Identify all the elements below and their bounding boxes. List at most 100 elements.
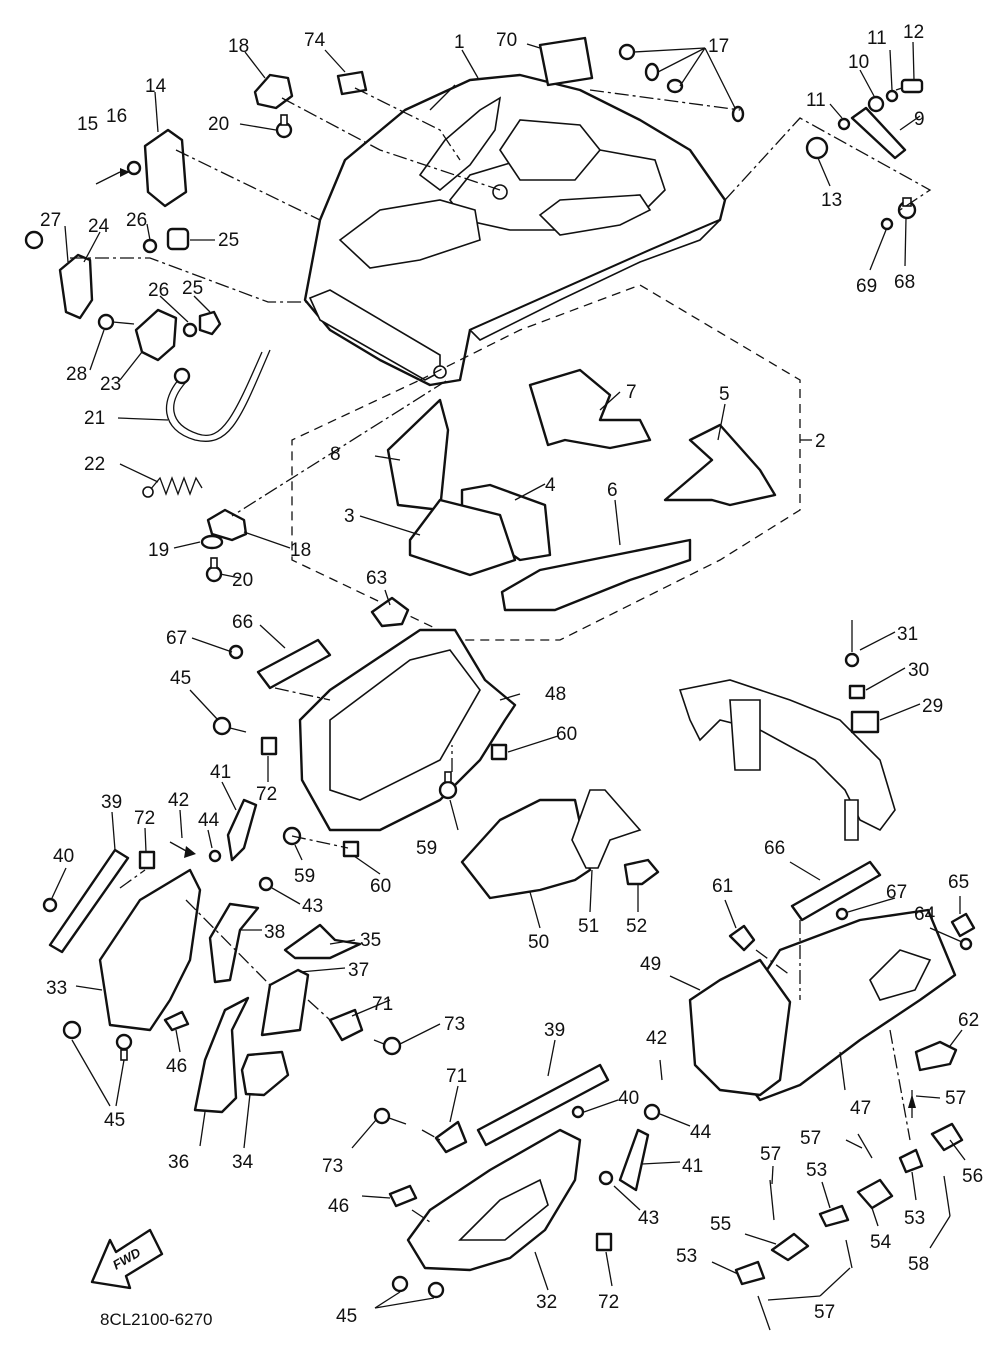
pad-part-50 [460, 798, 592, 900]
clip-part-65 [950, 912, 976, 938]
callout-57-b: 57 [800, 1128, 821, 1149]
callout-70: 70 [496, 30, 517, 51]
callout-59-b: 59 [294, 866, 315, 887]
bracket-part-38 [208, 902, 260, 984]
callout-4: 4 [545, 475, 556, 496]
callout-48: 48 [545, 684, 566, 705]
clip-part-61 [728, 924, 756, 952]
link-part-9 [850, 106, 907, 160]
panel-part-32 [406, 1128, 582, 1272]
pin-part-57-a [908, 1090, 916, 1118]
callout-34: 34 [232, 1152, 254, 1173]
callout-53-c: 53 [676, 1246, 697, 1267]
callout-54: 54 [870, 1232, 892, 1253]
callout-73-bottom: 73 [322, 1156, 343, 1177]
pin-part-57-d [757, 1239, 853, 1331]
clip-part-46-left [163, 1010, 190, 1032]
callout-28: 28 [66, 364, 87, 385]
callout-36: 36 [168, 1152, 189, 1173]
fwd-direction-arrow: FWD [90, 1228, 164, 1290]
bar-part-66-right [790, 860, 882, 922]
bolt-part-73-left [373, 1036, 402, 1056]
callout-12: 12 [903, 22, 924, 43]
pad-part-8 [386, 398, 450, 512]
collar-part-44-bottom [643, 1103, 661, 1121]
screw-part-40-bottom [571, 1105, 585, 1119]
panel-part-34 [240, 1050, 290, 1097]
callout-16: 16 [106, 106, 127, 127]
clip-part-72-b [138, 850, 156, 870]
callout-49: 49 [640, 954, 661, 975]
bolt-part-45-e [427, 1281, 445, 1299]
pad-part-5 [663, 423, 777, 507]
washer-part-69 [880, 217, 894, 231]
callout-18-bottom: 18 [290, 540, 311, 561]
callout-29: 29 [922, 696, 943, 717]
clip-part-72-c [595, 1232, 613, 1252]
callout-71-left: 71 [372, 994, 393, 1015]
frame-assembly-right [678, 679, 896, 832]
callout-43-bottom: 43 [638, 1208, 659, 1229]
callout-59-a: 59 [416, 838, 437, 859]
piece-part-52 [623, 858, 660, 886]
callout-10: 10 [848, 52, 869, 73]
callout-25-a: 25 [218, 230, 239, 251]
callout-45-c: 45 [336, 1306, 357, 1327]
guide-line-9-13 [724, 117, 932, 211]
pad-part-7 [528, 368, 652, 450]
callout-39-bottom: 39 [544, 1020, 565, 1041]
mount-part-71-bottom [434, 1120, 468, 1154]
duct-part-37 [260, 968, 310, 1037]
callout-19: 19 [148, 540, 169, 561]
bracket-part-18-bottom [206, 508, 248, 542]
callout-41-bottom: 41 [682, 1156, 703, 1177]
callout-24: 24 [88, 216, 110, 237]
callout-30: 30 [908, 660, 929, 681]
cable-part-21-b [173, 351, 263, 436]
callout-72-a: 72 [134, 808, 155, 829]
callout-2: 2 [815, 431, 826, 452]
bolt-part-73-bottom [373, 1107, 407, 1125]
nut-part-25-b [198, 310, 222, 336]
bracket-part-41-bottom [618, 1128, 650, 1192]
callout-15: 15 [77, 114, 98, 135]
pin-part-42-left [169, 841, 196, 858]
hood-part-1 [303, 73, 727, 387]
callout-72-c: 72 [598, 1292, 619, 1313]
piece-part-55 [770, 1232, 810, 1262]
piece-part-53-c [734, 1260, 766, 1286]
callout-50: 50 [528, 932, 549, 953]
callout-46-left: 46 [166, 1056, 187, 1077]
callout-7: 7 [626, 382, 637, 403]
callout-26-a: 26 [126, 210, 147, 231]
callout-5: 5 [719, 384, 730, 405]
callout-57-d: 57 [814, 1302, 835, 1323]
clip-part-72-a [260, 736, 278, 756]
strip-part-39-left [48, 848, 130, 954]
panel-part-33 [98, 868, 202, 1032]
bolt-part-28 [97, 313, 135, 331]
bolt-part-45-b [62, 1020, 82, 1040]
sticker-part-70 [538, 36, 594, 87]
mount-part-71-left [328, 1008, 364, 1042]
seal-part-51 [571, 789, 642, 869]
screw-part-15 [95, 168, 130, 185]
grommet-set-17 [618, 43, 745, 123]
callout-14: 14 [145, 76, 167, 97]
collar-part-43-bottom [598, 1170, 614, 1186]
callout-52: 52 [626, 916, 647, 937]
clip-part-63 [370, 596, 410, 628]
callout-40-bottom: 40 [618, 1088, 639, 1109]
screw-part-67-left [228, 644, 244, 660]
plate-part-14 [143, 128, 188, 208]
callout-44-left: 44 [198, 810, 220, 831]
callout-58: 58 [908, 1254, 929, 1275]
pin-part-57-c [769, 1179, 775, 1221]
callout-66-right: 66 [764, 838, 785, 859]
collar-part-10 [867, 95, 885, 113]
callout-22: 22 [84, 454, 105, 475]
bolt-part-59-a [438, 771, 458, 800]
screw-part-40-left [42, 897, 58, 913]
callout-26-b: 26 [148, 280, 169, 301]
